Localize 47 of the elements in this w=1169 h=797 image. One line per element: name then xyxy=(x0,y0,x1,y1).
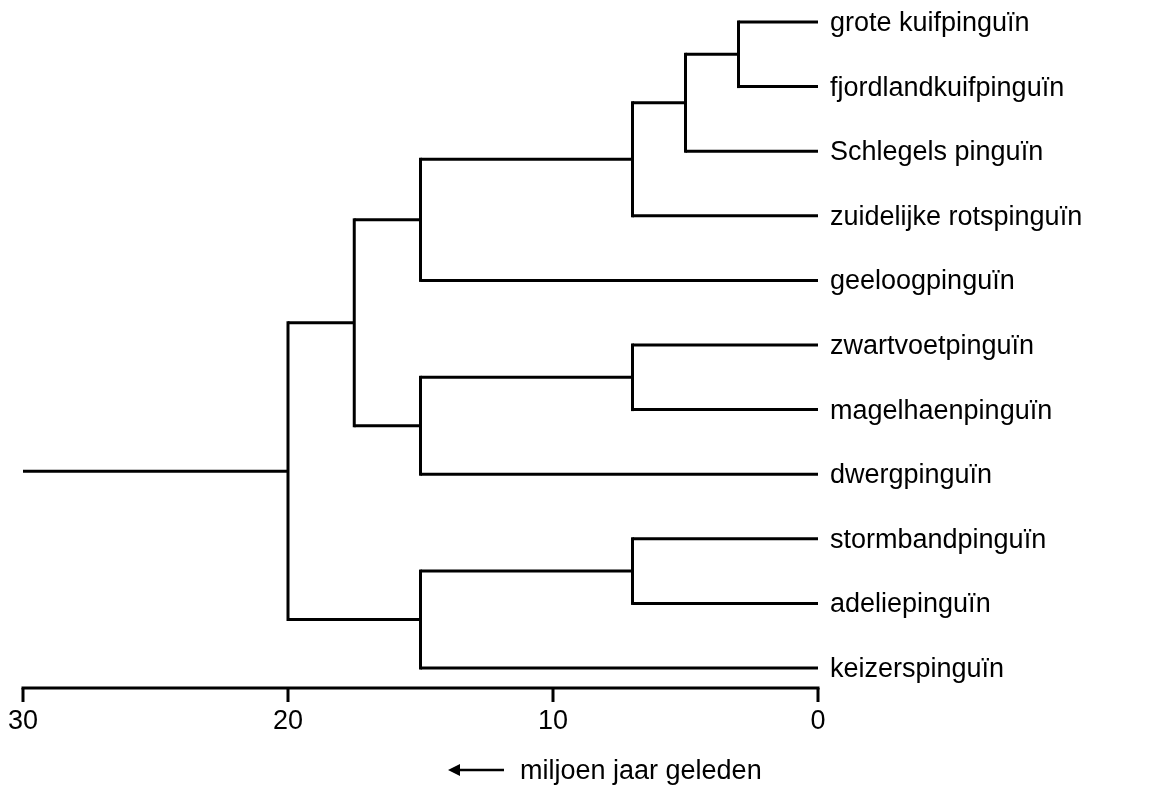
species-name: geeloogpinguïn xyxy=(830,264,1015,297)
branch-line xyxy=(420,666,818,670)
branch-line xyxy=(632,214,818,218)
species-name: zwartvoetpinguïn xyxy=(830,329,1035,361)
branch-line xyxy=(23,469,288,473)
branch-point xyxy=(419,569,422,670)
branch-line xyxy=(354,218,421,222)
branch-line xyxy=(288,618,421,622)
branch-line xyxy=(420,278,818,282)
branch-line xyxy=(632,408,818,412)
species-name: adeliepinguïn xyxy=(830,587,991,620)
species-name: dwergpinguïn xyxy=(830,458,993,491)
species-name: magelhaenpinguïn xyxy=(830,393,1053,426)
branch-point xyxy=(631,101,634,218)
tick-label: 20 xyxy=(273,704,304,736)
branch-line xyxy=(632,601,818,605)
branch-line xyxy=(738,20,818,24)
tick-label: 10 xyxy=(538,704,569,736)
branch-line xyxy=(685,149,818,153)
tick-label: 30 xyxy=(8,704,39,736)
branch-point xyxy=(419,375,422,476)
species-name: keizerspinguïn xyxy=(830,652,1005,684)
branch-line xyxy=(632,101,686,105)
branch-point xyxy=(737,20,740,89)
species-name: Schlegels pinguïn xyxy=(830,135,1044,168)
branch-line xyxy=(420,472,818,476)
species-name: fjordlandkuifpinguïn xyxy=(830,70,1065,103)
branch-point xyxy=(631,343,634,412)
branch-point xyxy=(684,52,687,153)
branch-line xyxy=(420,375,633,379)
species-name: grote kuifpinguïn xyxy=(830,6,1030,38)
branch-point xyxy=(631,537,634,605)
branch-line xyxy=(685,52,739,56)
branch-line xyxy=(738,85,818,89)
axis-label: miljoen jaar geleden xyxy=(520,754,762,786)
branch-point xyxy=(352,218,356,428)
branch-line xyxy=(632,343,818,347)
branch-line xyxy=(354,424,421,428)
species-name: zuidelijke rotspinguïn xyxy=(830,199,1083,232)
branch-point xyxy=(286,321,290,622)
species-name: stormbandpinguïn xyxy=(830,522,1047,555)
branch-line xyxy=(632,537,818,541)
branch-line xyxy=(420,157,633,161)
branch-line xyxy=(420,569,633,573)
branch-line xyxy=(288,321,355,325)
tick-label: 0 xyxy=(810,704,826,736)
branch-point xyxy=(419,157,422,282)
